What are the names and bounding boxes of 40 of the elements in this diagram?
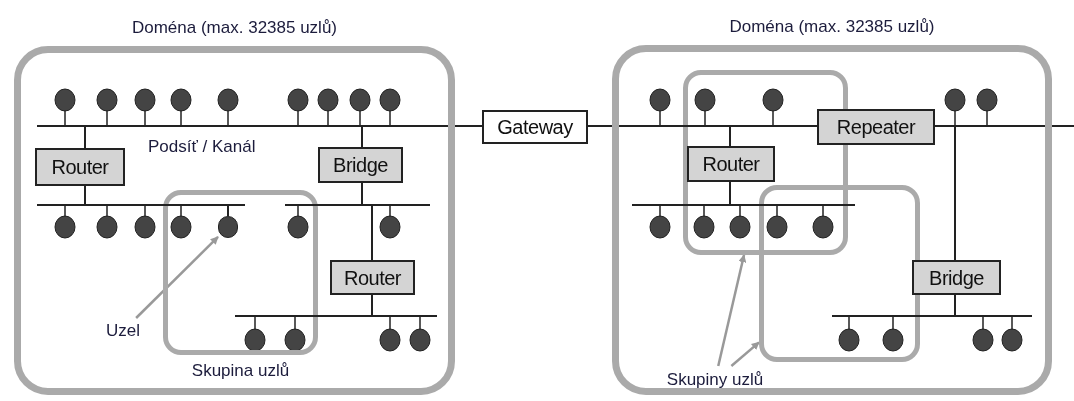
bus-line bbox=[625, 125, 800, 127]
device-box: Bridge bbox=[912, 260, 1001, 295]
bus-line bbox=[37, 125, 440, 127]
device-box: Bridge bbox=[318, 147, 403, 183]
leader-arrow bbox=[717, 254, 747, 367]
device-box: Router bbox=[330, 260, 415, 295]
link-line bbox=[954, 294, 956, 316]
device-box: Router bbox=[35, 148, 125, 186]
link-line bbox=[84, 126, 86, 149]
link-line bbox=[361, 182, 363, 205]
bus-line bbox=[950, 125, 1030, 127]
bus-line bbox=[37, 204, 245, 206]
link-line bbox=[729, 181, 731, 205]
group-caption: Skupina uzlů bbox=[190, 360, 291, 382]
link-line bbox=[371, 294, 373, 316]
link-line bbox=[371, 205, 373, 261]
domain-title: Doména (max. 32385 uzlů) bbox=[728, 16, 936, 38]
link-line bbox=[799, 125, 818, 127]
link-line bbox=[1029, 125, 1074, 127]
link-line bbox=[227, 205, 229, 217]
link-line bbox=[587, 125, 626, 127]
leader-arrow bbox=[730, 341, 760, 367]
device-box: Repeater bbox=[817, 109, 935, 145]
caption-text: Uzel bbox=[98, 318, 148, 344]
link-line bbox=[361, 126, 363, 148]
device-box: Router bbox=[687, 146, 775, 182]
link-line bbox=[84, 185, 86, 205]
subnet-label: Podsíť / Kanál bbox=[148, 136, 256, 158]
caption-text: Skupiny uzlů bbox=[640, 366, 790, 394]
link-line bbox=[934, 125, 951, 127]
domain-title: Doména (max. 32385 uzlů) bbox=[130, 17, 338, 39]
bus-line bbox=[832, 315, 1032, 317]
link-line bbox=[729, 126, 731, 147]
gateway-box: Gateway bbox=[482, 110, 588, 144]
bus-line bbox=[632, 204, 855, 206]
link-line bbox=[439, 125, 483, 127]
bus-line bbox=[235, 315, 437, 317]
leader-arrow bbox=[135, 236, 219, 319]
link-line bbox=[954, 126, 956, 261]
bus-line bbox=[285, 204, 430, 206]
